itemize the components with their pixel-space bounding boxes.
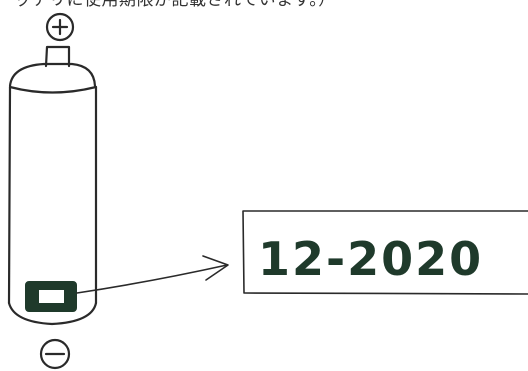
top-caption-text: ッテリに使用期限が記載されています。） [14,0,336,10]
battery-date-label-window [39,290,64,303]
positive-terminal-icon [45,12,75,42]
expiry-date-callout: 12-2020 [242,210,528,295]
callout-frame [242,210,528,295]
battery-positive-nub [44,45,71,68]
negative-terminal-icon [39,338,71,370]
battery-top-ellipse [8,85,98,94]
expiry-date-text: 12-2020 [258,232,483,286]
pointer-arrow [76,255,229,294]
battery-shoulder [8,62,97,88]
battery-drawing [7,45,98,326]
battery-left-side [7,85,12,305]
battery-bottom [7,301,98,326]
